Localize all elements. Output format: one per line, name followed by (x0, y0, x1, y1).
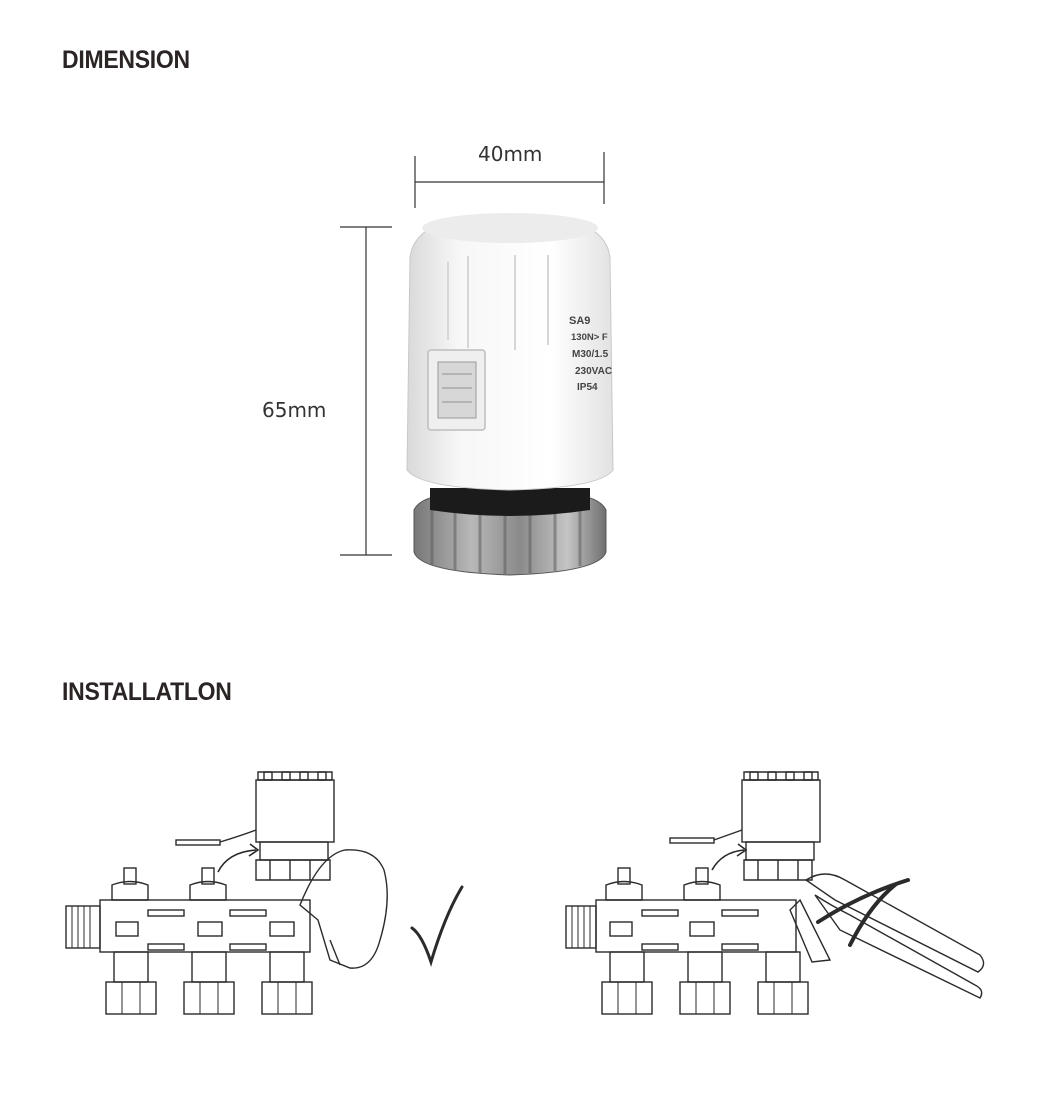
label-line-voltage: 230VAC (575, 366, 612, 377)
height-dimension-line (340, 226, 392, 556)
actuator-collar (430, 488, 590, 516)
cross-mark-icon (816, 878, 910, 947)
installation-correct-illustration (65, 771, 388, 1015)
installation-incorrect-illustration (565, 771, 985, 1015)
check-mark-icon (410, 885, 464, 967)
actuator-product-image: SA9 130N> F M30/1.5 230VAC IP54 (406, 213, 614, 576)
label-line-model: SA9 (569, 315, 590, 327)
width-dimension-label: 40mm (478, 142, 543, 166)
height-dimension-label: 65mm (262, 398, 327, 422)
label-line-thread: M30/1.5 (572, 349, 609, 360)
width-dimension-line (414, 152, 605, 208)
installation-heading: INSTALLATLON (62, 678, 232, 706)
dimension-heading: DIMENSION (62, 46, 190, 74)
label-line-ip: IP54 (577, 382, 598, 393)
label-line-force: 130N> F (571, 332, 608, 343)
